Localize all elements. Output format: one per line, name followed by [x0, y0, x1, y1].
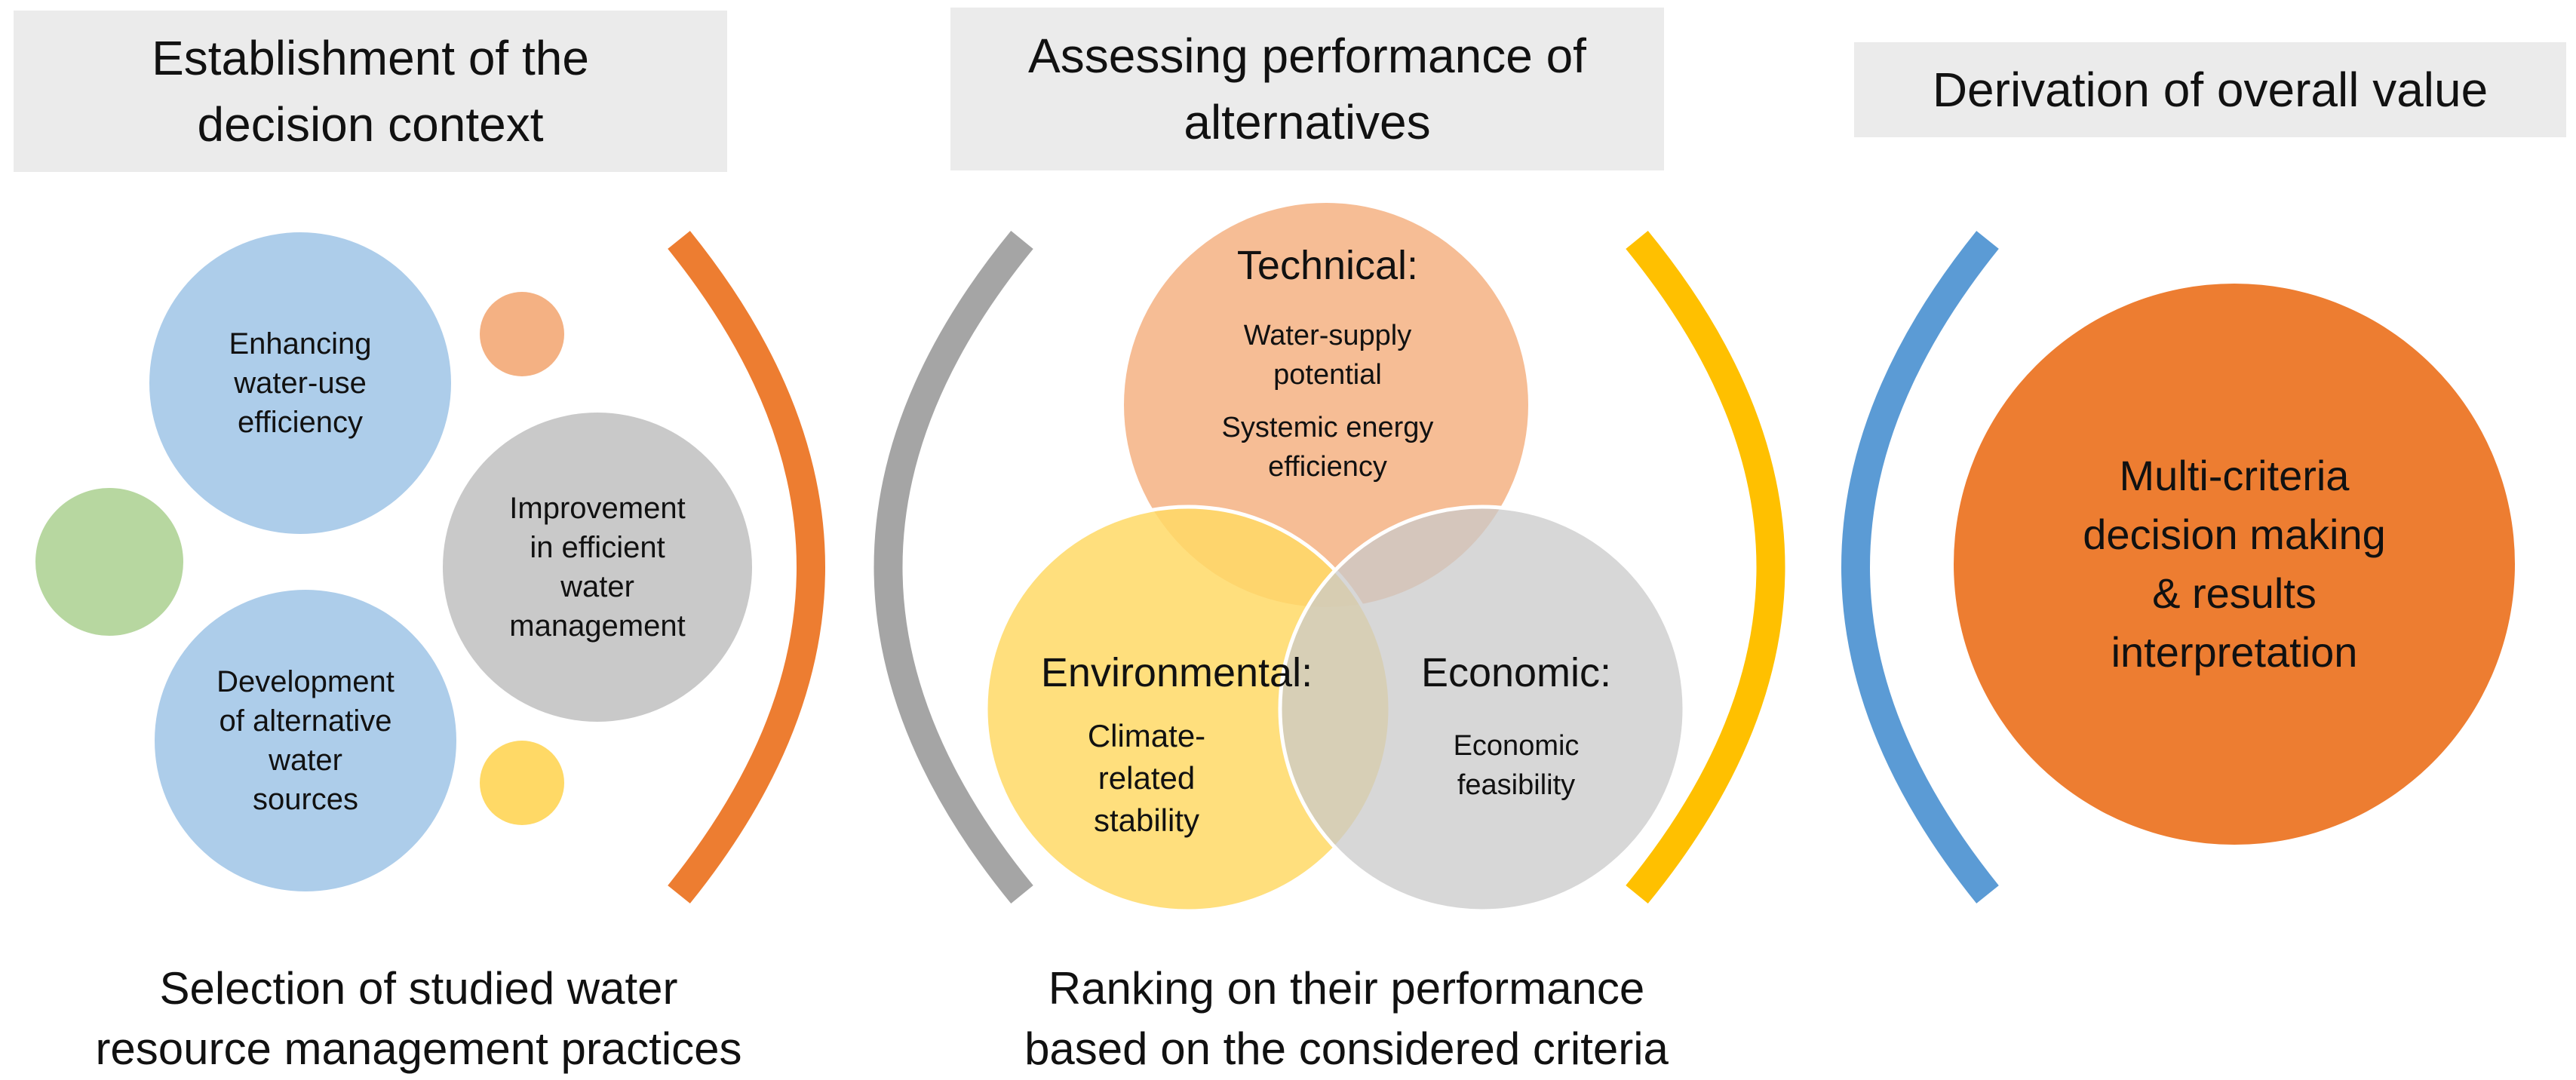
technical-title-text: Technical: [1236, 243, 1419, 288]
stage2-header-line1: Assessing performance of [1028, 29, 1586, 83]
stage1-caption-line2: resource management practices [95, 1023, 742, 1074]
stage3-header-text: Derivation of overall value [1932, 63, 2488, 117]
circle-management [443, 413, 752, 722]
bracket-orange [668, 231, 825, 904]
result-circle [1954, 284, 2515, 845]
stage2-header-line2: alternatives [1184, 95, 1431, 149]
stage2-caption: Ranking on their performance based on th… [950, 958, 1742, 1080]
small-circle-green [35, 488, 183, 636]
management-line2: in efficient [530, 531, 665, 564]
sources-line1: Development [216, 665, 395, 698]
stage1-header-line1: Establishment of the [152, 31, 589, 85]
technical-item1-line1: Water-supply [1243, 320, 1412, 351]
sources-line3: water [269, 744, 342, 777]
stage1-caption: Selection of studied water resource mana… [30, 958, 807, 1080]
sources-line2: of alternative [219, 704, 392, 738]
stage3-header: Derivation of overall value [1854, 42, 2566, 137]
technical-title: Technical: [1177, 235, 1478, 296]
management-line3: water [560, 570, 634, 603]
management-line1: Improvement [509, 492, 686, 525]
efficiency-line3: efficiency [237, 406, 363, 439]
result-line4: interpretation [2111, 628, 2358, 676]
environmental-line1: Climate- [1087, 718, 1206, 753]
bracket-gold [1626, 230, 1785, 904]
environmental-text: Climate- related stability [1041, 710, 1252, 846]
environmental-line3: stability [1093, 802, 1200, 838]
efficiency-line2: water-use [234, 367, 367, 400]
result-text: Multi-criteria decision making & results… [2029, 443, 2439, 685]
bracket-blue [1841, 231, 1999, 904]
stage2-header: Assessing performance of alternatives [950, 8, 1664, 170]
stage2-caption-line1: Ranking on their performance [1048, 963, 1645, 1014]
environmental-line2: related [1098, 760, 1196, 796]
technical-items: Water-supply potential Systemic energy e… [1162, 312, 1494, 490]
technical-item2-line1: Systemic energy [1221, 412, 1434, 443]
stage1-header: Establishment of the decision context [14, 11, 727, 172]
result-line1: Multi-criteria [2119, 452, 2350, 499]
economic-line1: Economic [1453, 730, 1580, 762]
environmental-title-text: Environmental: [1040, 650, 1313, 695]
economic-line2: feasibility [1457, 769, 1576, 801]
efficiency-line1: Enhancing [229, 327, 372, 361]
environmental-title: Environmental: [1011, 643, 1343, 703]
circle-sources-text: Development of alternative water sources [185, 643, 426, 839]
result-line2: decision making [2083, 511, 2386, 558]
sources-line4: sources [252, 783, 359, 816]
venn-technical [1124, 203, 1528, 607]
stage2-caption-line2: based on the considered criteria [1024, 1023, 1669, 1074]
technical-item1-line2: potential [1273, 359, 1382, 391]
economic-text: Economic feasibility [1411, 720, 1622, 811]
management-line4: management [509, 609, 686, 643]
circle-management-text: Improvement in efficient water managemen… [477, 469, 718, 665]
technical-item2-line2: efficiency [1268, 451, 1387, 483]
circle-efficiency-text: Enhancing water-use efficiency [187, 308, 413, 459]
result-line3: & results [2152, 569, 2317, 617]
economic-title-text: Economic: [1420, 650, 1612, 695]
small-circle-orange [480, 292, 564, 376]
venn-economic [1278, 505, 1687, 913]
small-circle-yellow [480, 741, 564, 825]
stage1-header-line2: decision context [197, 97, 544, 152]
circle-sources [155, 590, 456, 891]
circle-efficiency [149, 232, 451, 534]
stage1-caption-line1: Selection of studied water [159, 963, 678, 1014]
bracket-gray [874, 230, 1033, 904]
economic-title: Economic: [1388, 643, 1644, 703]
